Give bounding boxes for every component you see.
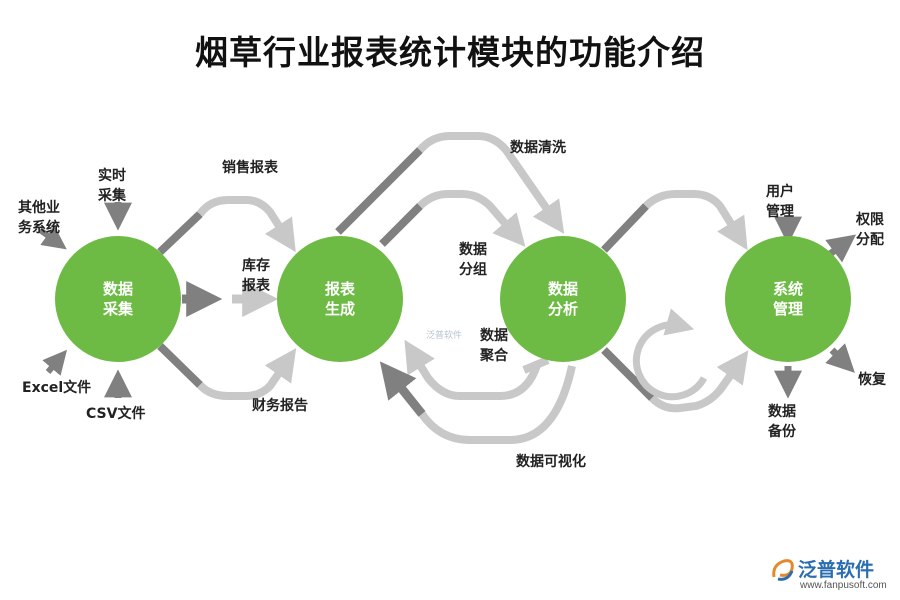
node-data-collection-line2: 采集: [102, 300, 133, 318]
label-data-aggregation: 数据 聚合: [480, 326, 508, 366]
node-report-generation: 报表 生成: [277, 236, 403, 362]
label-other-business-line2: 务系统: [18, 220, 60, 236]
label-data-visualization: 数据可视化: [516, 454, 586, 470]
label-grouping-line2: 分组: [459, 262, 487, 278]
label-inventory-report: 库存 报表: [242, 256, 270, 296]
node-report-generation-line1: 报表: [324, 280, 355, 298]
label-permission-line2: 分配: [856, 232, 884, 248]
label-inventory-line1: 库存: [242, 258, 270, 274]
node-data-collection-line1: 数据: [102, 280, 133, 298]
label-other-business-line1: 其他业: [18, 200, 60, 216]
brand-url: www.fanpusoft.com: [800, 580, 887, 591]
label-sales-report: 销售报表: [222, 160, 278, 176]
brand-logo-icon: [772, 559, 794, 581]
label-other-business-system: 其他业 务系统: [18, 198, 60, 238]
label-realtime-collection: 实时 采集: [98, 166, 126, 206]
arrow-restore: [825, 343, 855, 373]
arrow-aggregation-dark: [522, 356, 550, 374]
label-realtime-line1: 实时: [98, 168, 126, 184]
label-user-mgmt-line2: 管理: [766, 204, 794, 220]
label-permission-line1: 权限: [856, 212, 884, 228]
node-data-analysis-line2: 分析: [547, 300, 578, 318]
arrow-finance-dark: [157, 343, 203, 388]
label-inventory-line2: 报表: [242, 278, 270, 294]
label-grouping-line1: 数据: [459, 242, 487, 258]
arrow-visualization-dark: [379, 361, 426, 417]
label-excel-file: Excel文件: [22, 380, 92, 396]
arrow-cleaning-dark: [335, 147, 423, 235]
arrow-upper-dark: [601, 203, 649, 253]
node-system-management-line1: 系统: [772, 280, 803, 298]
node-data-collection: 数据 采集: [55, 236, 181, 362]
label-user-management: 用户 管理: [766, 182, 794, 222]
label-permission-assign: 权限 分配: [856, 210, 884, 250]
node-system-management-line2: 管理: [772, 300, 803, 318]
arrow-aggregation-light: [404, 339, 542, 400]
brand-name: 泛普软件: [798, 559, 875, 581]
arrow-upper-light: [643, 190, 748, 251]
label-financial-report: 财务报告: [252, 398, 308, 414]
arrow-lower-dark: [601, 347, 655, 401]
node-report-generation-line2: 生成: [324, 300, 355, 318]
label-restore: 恢复: [858, 372, 886, 388]
arrow-grouping-light: [417, 190, 526, 247]
arrow-visualization-light: [418, 365, 576, 444]
label-data-cleaning: 数据清洗: [510, 140, 566, 156]
page-title: 烟草行业报表统计模块的功能介绍: [195, 33, 705, 72]
brand-logo: 泛普软件 www.fanpusoft.com: [770, 555, 895, 599]
arrow-grouping-dark: [379, 203, 423, 247]
arrow-lower-light: [649, 350, 749, 413]
node-data-analysis-line1: 数据: [547, 280, 578, 298]
label-data-grouping: 数据 分组: [459, 240, 487, 280]
loop-arrow: [632, 308, 708, 401]
arrow-sales-light: [196, 196, 296, 253]
label-aggregation-line1: 数据: [480, 328, 508, 344]
arrow-finance-light: [197, 348, 297, 400]
label-backup-line1: 数据: [768, 404, 796, 420]
arrow-sales-dark: [157, 211, 203, 255]
watermark-text: 泛普软件: [426, 331, 463, 341]
label-backup-line2: 备份: [768, 424, 796, 440]
arrow-permission: [825, 234, 857, 263]
node-data-analysis: 数据 分析: [500, 236, 626, 362]
arrow-excel: [42, 349, 68, 376]
arrow-other-system: [38, 225, 67, 250]
label-realtime-line2: 采集: [98, 188, 126, 204]
label-user-mgmt-line1: 用户: [766, 184, 794, 200]
label-aggregation-line2: 聚合: [480, 348, 508, 364]
label-data-backup: 数据 备份: [768, 402, 796, 442]
node-system-management: 系统 管理: [725, 236, 851, 362]
arrow-cleaning-light: [416, 132, 565, 234]
label-csv-file: CSV文件: [86, 406, 146, 422]
